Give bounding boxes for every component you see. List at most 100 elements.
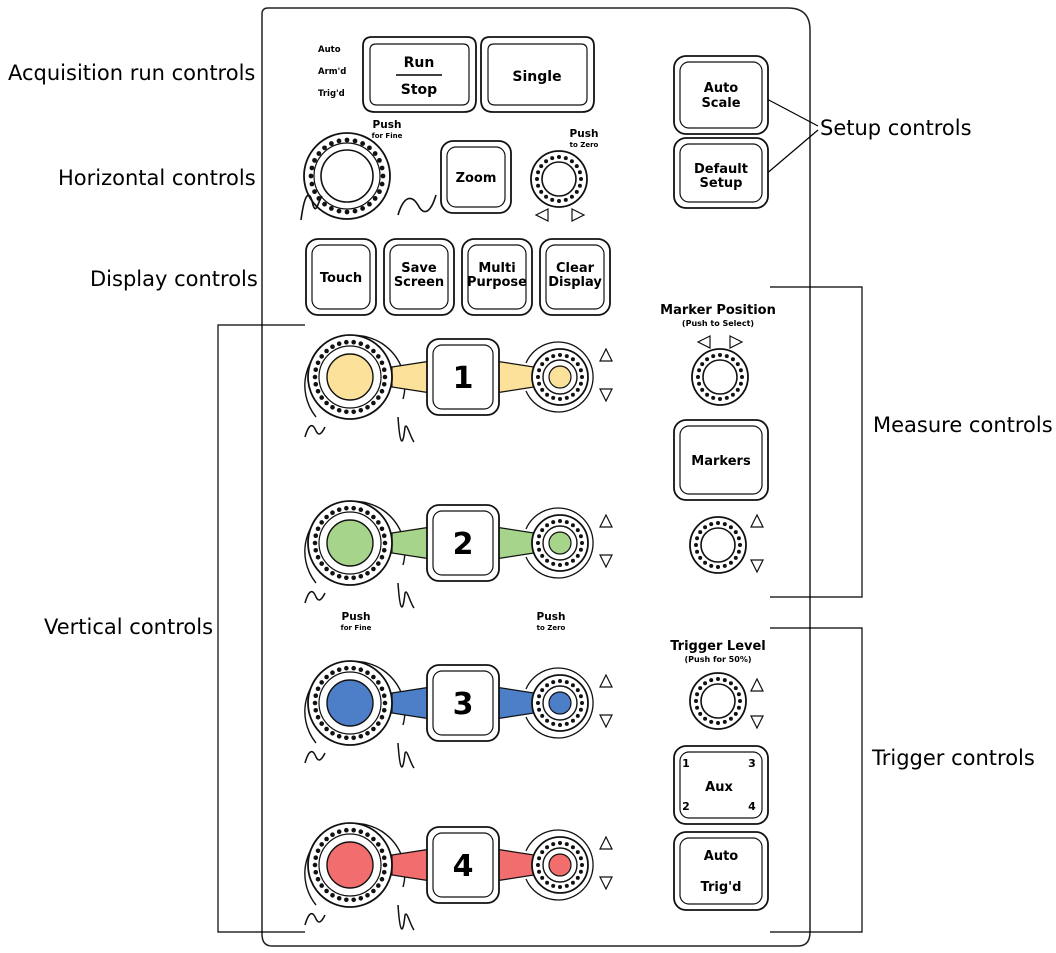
knob-grip-dot [376, 680, 381, 685]
channel-4-offset-knob[interactable] [531, 836, 589, 894]
knob-grip-dot [372, 151, 378, 156]
multi-purpose-button[interactable]: Multi Purpose [461, 238, 533, 316]
knob-grip-dot [351, 575, 356, 581]
stretch-wave-icon [304, 750, 326, 764]
knob-grip-dot [738, 368, 743, 373]
channel-2-offset-knob[interactable] [531, 514, 589, 572]
vertical-push-zero-sub: to Zero [537, 624, 566, 632]
knob-grip-dot [371, 674, 376, 680]
channel-number-label: 4 [453, 849, 474, 884]
knob-grip-dot [580, 863, 584, 867]
knob-grip-dot [733, 711, 738, 716]
knob-grip-dot [344, 827, 349, 833]
knob-grip-dot [540, 850, 545, 855]
offset-knob-arc [525, 507, 594, 579]
knob-grip-dot [536, 375, 540, 379]
zoom-button[interactable]: Zoom [440, 140, 512, 214]
aux-trigger-button[interactable]: Aux 1 2 3 4 [673, 745, 769, 825]
channel-2-scale-knob[interactable] [307, 500, 393, 586]
knob-grip-dot [697, 368, 702, 373]
knob-grip-dot [330, 670, 335, 675]
knob-grip-dot [695, 705, 700, 710]
knob-grip-dot [313, 855, 319, 861]
knob-grip-dot [578, 534, 583, 539]
knob-grip-dot [578, 694, 583, 699]
markers-button[interactable]: Markers [673, 419, 769, 501]
channel-4-button[interactable]: 4 [426, 826, 500, 904]
knob-grip-dot [537, 368, 542, 373]
touch-button[interactable]: Touch [305, 238, 377, 316]
aux-corner-4: 4 [748, 800, 756, 813]
knob-grip-dot [574, 189, 579, 194]
knob-grip-dot [545, 558, 550, 563]
channel-color-wedge-left [391, 526, 432, 560]
measure-knob[interactable] [689, 516, 747, 574]
channel-3-button[interactable]: 3 [426, 664, 500, 742]
channel-3-scale-knob[interactable] [307, 660, 393, 746]
knob-grip-dot [319, 561, 324, 566]
offset-up-arrow-icon [599, 835, 613, 850]
knob-grip-dot [351, 665, 356, 671]
knob-grip-dot [381, 533, 387, 539]
knob-grip-dot [540, 875, 545, 880]
knob-grip-dot [570, 392, 575, 397]
stretch-wave-icon [304, 424, 326, 438]
channel-1-offset-knob[interactable] [531, 348, 589, 406]
clear-display-button[interactable]: Clear Display [539, 238, 611, 316]
channel-4-scale-knob[interactable] [307, 822, 393, 908]
knob-grip-dot [575, 875, 580, 880]
horizontal-scale-knob[interactable] [303, 132, 391, 220]
knob-grip-dot [372, 196, 378, 201]
knob-grip-dot [315, 686, 321, 692]
callout-trigger: Trigger controls [871, 746, 1035, 770]
offset-up-arrow-icon [599, 513, 613, 528]
knob-grip-dot [545, 683, 550, 688]
auto-trigd-button[interactable]: Auto Trig'd [673, 831, 769, 911]
channel-1-scale-knob[interactable] [307, 334, 393, 420]
knob-grip-dot [705, 357, 710, 362]
save-screen-label-1: Save [401, 261, 437, 276]
knob-grip-dot [733, 530, 738, 535]
knob-grip-dot [709, 678, 714, 683]
channel-3-offset-knob[interactable] [531, 674, 589, 732]
knob-grip-dot [330, 832, 335, 837]
knob-grip-dot [540, 553, 545, 558]
default-setup-button[interactable]: Default Setup [673, 137, 769, 209]
knob-grip-dot [569, 159, 574, 164]
knob-grip-dot [695, 536, 700, 541]
knob-grip-dot [330, 405, 335, 410]
knob-grip-dot [313, 869, 319, 875]
knob-grip-dot [330, 731, 335, 736]
knob-grip-dot [724, 395, 729, 400]
auto-scale-button[interactable]: Auto Scale [673, 55, 769, 135]
knob-grip-dot [716, 721, 720, 725]
knob-grip-dot [536, 170, 541, 175]
knob-grip-dot [695, 692, 700, 697]
trigger-level-knob[interactable] [689, 672, 747, 730]
knob-grip-dot [703, 525, 708, 530]
knob-grip-dot [336, 667, 342, 673]
single-button[interactable]: Single [480, 36, 595, 113]
run-stop-button[interactable]: Run Stop [362, 36, 477, 113]
horizontal-position-knob[interactable] [530, 150, 588, 208]
channel-2-button[interactable]: 2 [426, 504, 500, 582]
knob-grip-dot [315, 360, 321, 366]
channel-1-button[interactable]: 1 [426, 338, 500, 416]
knob-grip-dot [537, 869, 542, 874]
knob-grip-dot [336, 573, 342, 579]
knob-grip-dot [344, 209, 350, 215]
knob-grip-dot [536, 183, 541, 188]
knob-grip-dot [728, 560, 733, 565]
knob-grip-dot [700, 362, 705, 367]
knob-grip-dot [735, 387, 740, 392]
knob-grip-dot [358, 895, 364, 901]
knob-grip-dot [570, 357, 575, 362]
single-label: Single [512, 69, 561, 85]
save-screen-button[interactable]: Save Screen [383, 238, 455, 316]
knob-grip-dot [558, 841, 562, 845]
knob-grip-dot [551, 721, 556, 726]
knob-grip-dot [736, 549, 741, 554]
knob-grip-dot [570, 523, 575, 528]
marker-position-knob[interactable] [691, 348, 749, 406]
